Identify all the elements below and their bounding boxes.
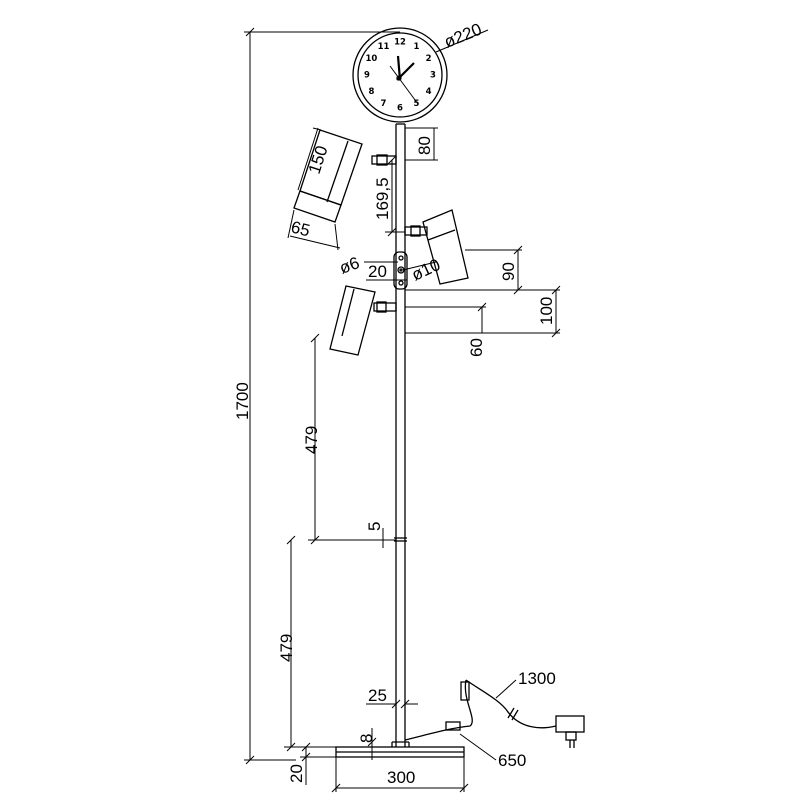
dim-head-length: 150 bbox=[305, 143, 332, 176]
pole bbox=[391, 123, 410, 747]
dim-clock-diameter: ø220 bbox=[441, 20, 484, 52]
dim-base-thickness: 8 bbox=[357, 734, 376, 743]
dim-bracket-width: 20 bbox=[368, 262, 387, 281]
power-plug bbox=[555, 715, 585, 748]
dim-cable-to-switch: 650 bbox=[498, 751, 526, 770]
dim-upper-tube: 479 bbox=[302, 426, 321, 454]
clock-numeral-9: 9 bbox=[364, 71, 370, 81]
clock-numeral-11: 11 bbox=[378, 42, 390, 52]
dim-lower-head-extra: 60 bbox=[467, 338, 486, 357]
dim-bracket-hole: ø6 bbox=[337, 253, 362, 278]
dim-joint: 5 bbox=[365, 522, 384, 531]
spot-head-lower-left bbox=[329, 285, 397, 356]
dim-total-height: 1700 bbox=[233, 382, 252, 420]
clock-numeral-10: 10 bbox=[365, 54, 377, 64]
clock-numeral-5: 5 bbox=[414, 99, 420, 109]
power-cable bbox=[404, 679, 557, 741]
dim-right-head-drop: 90 bbox=[499, 262, 518, 281]
bracket-plate bbox=[393, 251, 408, 290]
dim-clock-neck: 80 bbox=[415, 136, 434, 155]
clock-numeral-2: 2 bbox=[426, 54, 432, 64]
base bbox=[335, 746, 465, 758]
clock-numeral-12: 12 bbox=[394, 38, 406, 48]
clock-numeral-4: 4 bbox=[426, 87, 432, 97]
dim-head-width: 65 bbox=[289, 217, 312, 240]
dimension-lines bbox=[244, 27, 561, 793]
dim-lower-tube: 479 bbox=[277, 634, 296, 662]
clock-minute-hand bbox=[396, 62, 415, 81]
spot-head-upper-left bbox=[293, 129, 397, 223]
clock-numeral-7: 7 bbox=[381, 99, 387, 109]
clock-numeral-8: 8 bbox=[368, 87, 374, 97]
dim-lower-head-offset: 100 bbox=[537, 297, 556, 325]
dim-knob-diameter: ø10 bbox=[409, 255, 444, 285]
dim-base-height: 20 bbox=[287, 764, 306, 783]
spot-head-right bbox=[404, 209, 469, 285]
dim-cable-length: 1300 bbox=[518, 669, 556, 688]
clock-second-hand bbox=[389, 65, 419, 105]
dim-spacing-heads: 169,5 bbox=[373, 177, 392, 220]
dim-base-diameter: 300 bbox=[387, 768, 415, 787]
clock-numeral-3: 3 bbox=[430, 71, 436, 81]
clock-numeral-6: 6 bbox=[397, 104, 403, 114]
dim-tube-diameter: 25 bbox=[368, 686, 387, 705]
clock-numeral-1: 1 bbox=[414, 42, 420, 52]
